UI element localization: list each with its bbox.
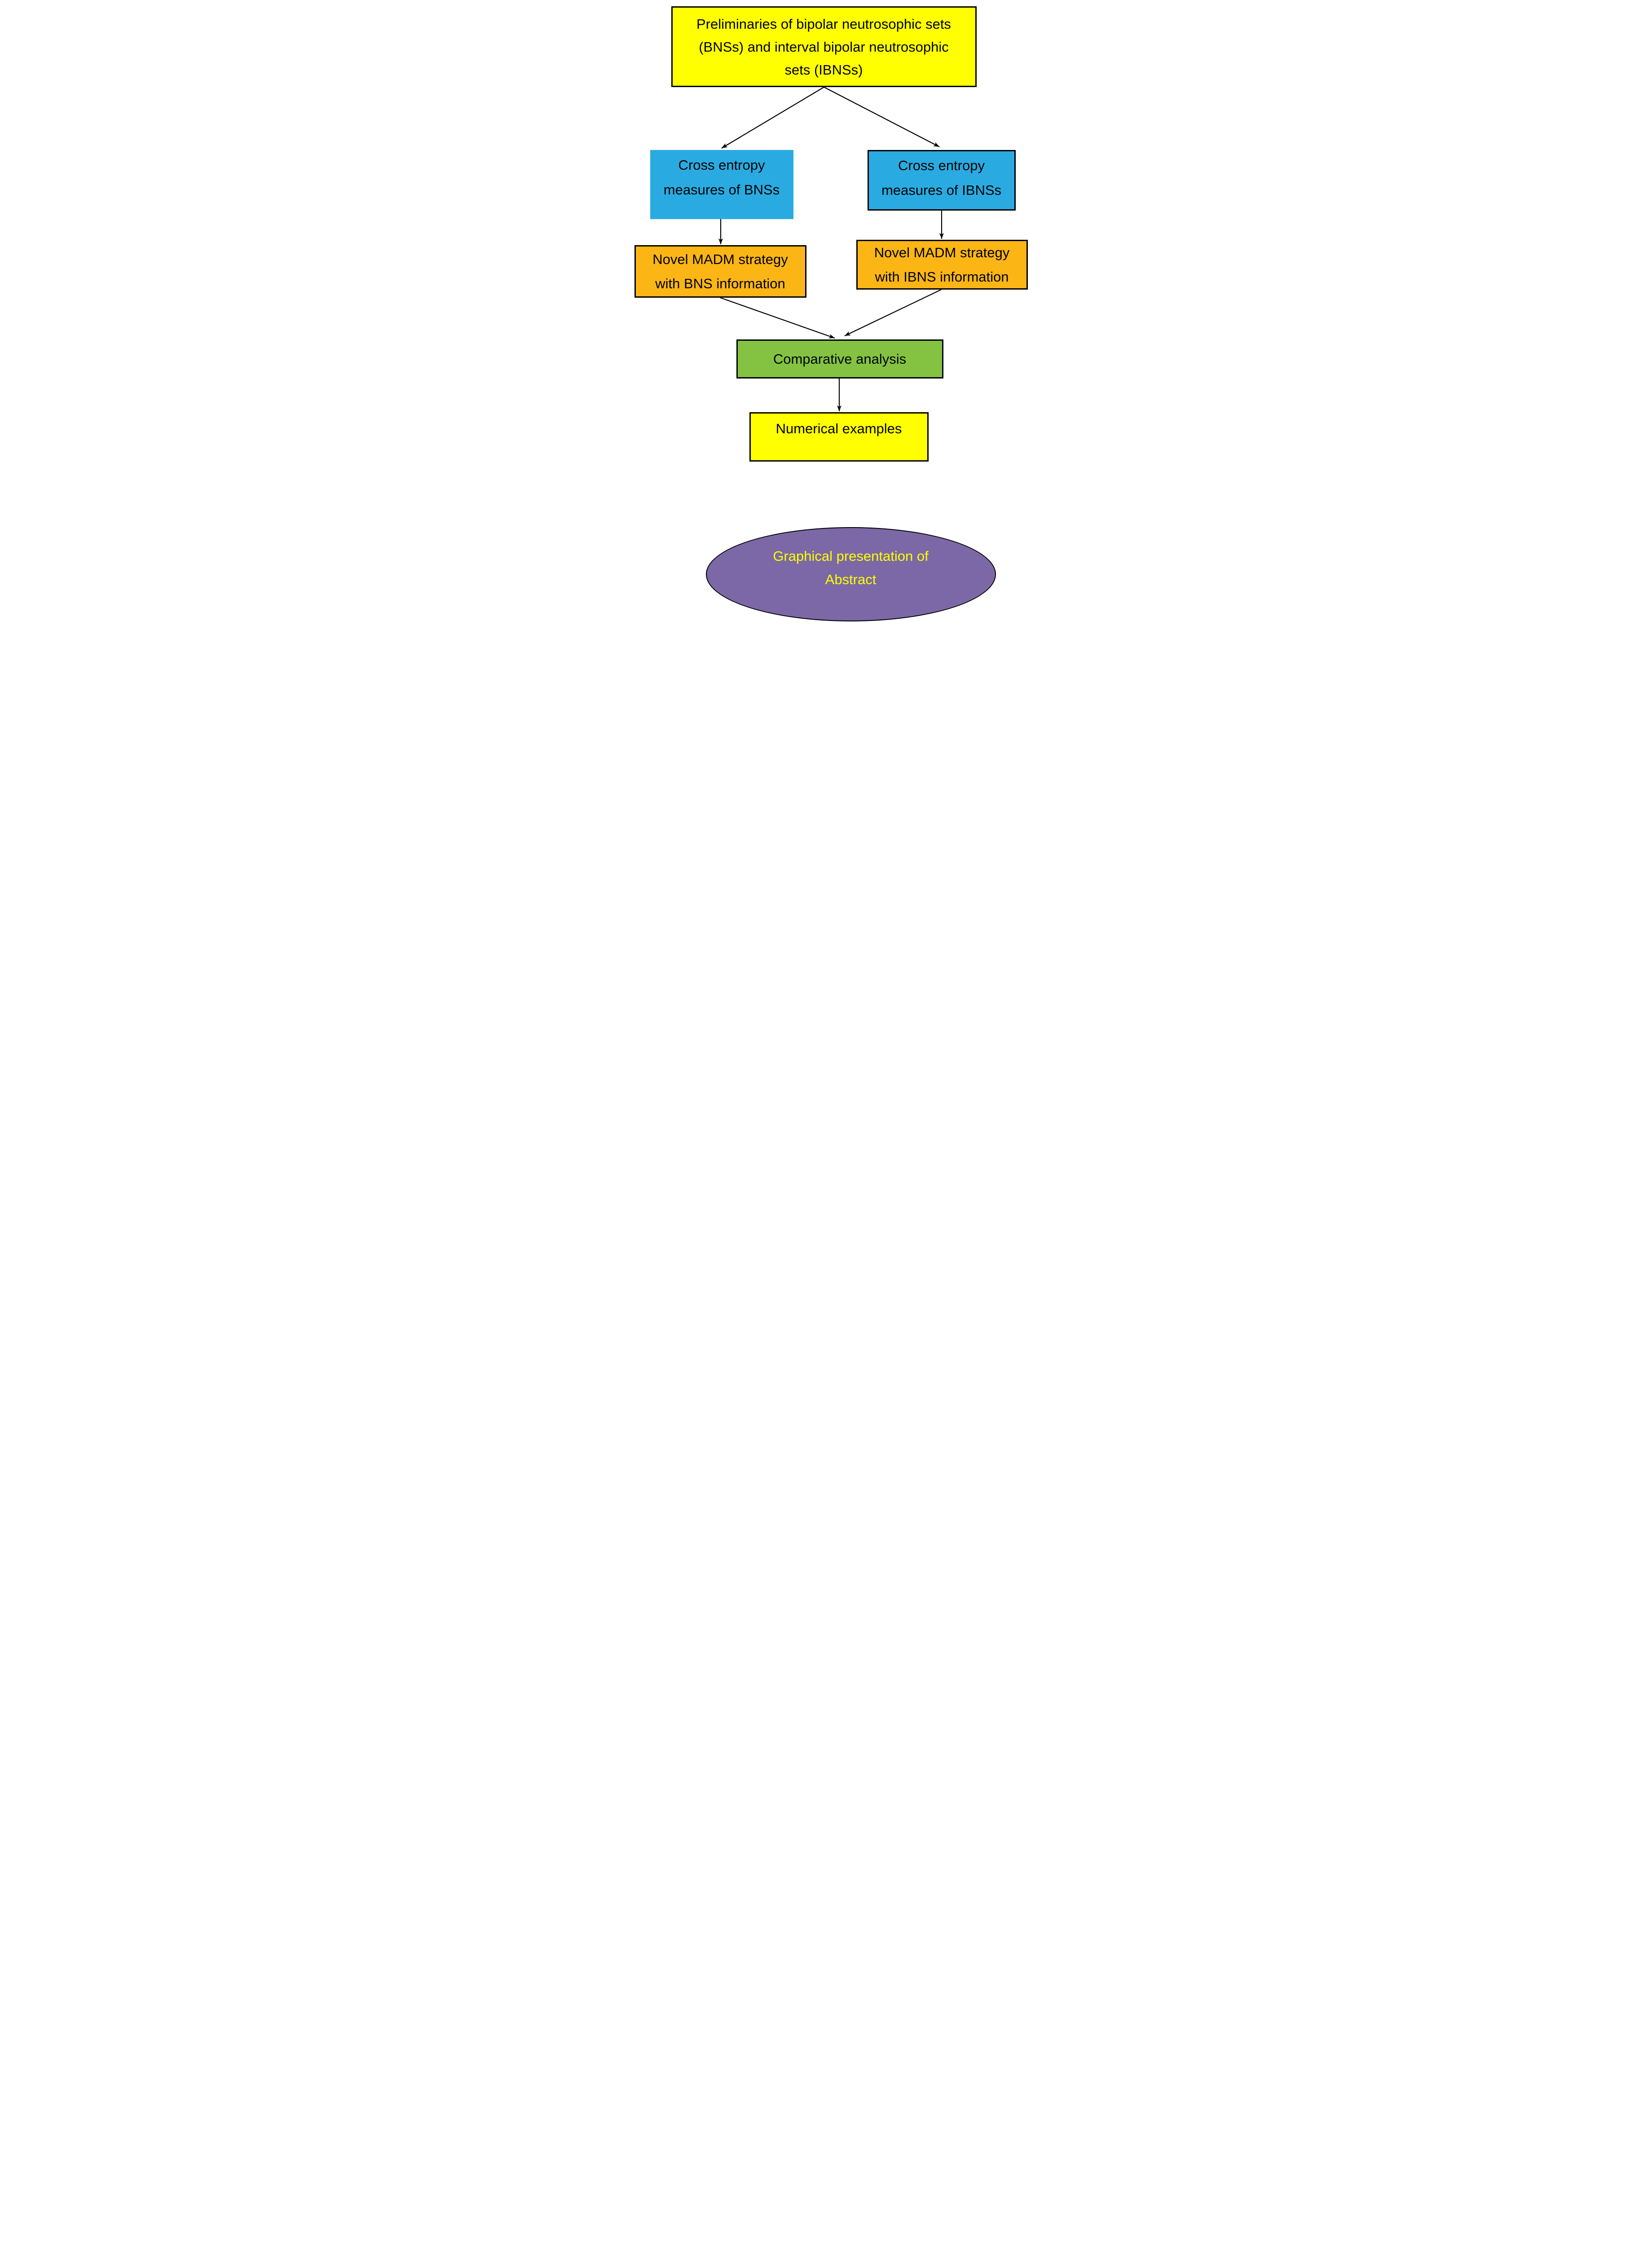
node-label-line: Novel MADM strategy — [874, 244, 1010, 260]
node-madm-bns: Novel MADM strategy with BNS information — [634, 245, 806, 298]
node-cross-entropy-bns: Cross entropy measures of BNSs — [650, 150, 793, 219]
arrow-preliminaries-to-bns — [721, 87, 824, 149]
node-label-line: Graphical presentation of — [773, 548, 929, 564]
node-label-line: Preliminaries of bipolar neutrosophic se… — [696, 16, 951, 32]
node-label-line: with IBNS information — [875, 269, 1009, 285]
node-madm-ibns: Novel MADM strategy with IBNS informatio… — [856, 240, 1028, 290]
arrow-madm-ibns-to-comparative — [844, 289, 941, 336]
node-label-line: measures of BNSs — [663, 182, 780, 198]
node-label-line: Cross entropy — [898, 158, 985, 173]
arrow-preliminaries-to-ibns — [823, 87, 940, 147]
node-label-line: Novel MADM strategy — [652, 251, 788, 267]
node-label-line: Numerical examples — [775, 421, 902, 436]
node-comparative-analysis: Comparative analysis — [736, 339, 943, 379]
node-label-line: sets (IBNSs) — [784, 62, 863, 78]
node-label-line: Abstract — [825, 572, 877, 587]
node-preliminaries: Preliminaries of bipolar neutrosophic se… — [671, 6, 977, 87]
node-label-line: measures of IBNSs — [881, 182, 1002, 198]
node-label-line: (BNSs) and interval bipolar neutrosophic — [699, 39, 949, 55]
node-label-line: Comparative analysis — [773, 351, 907, 367]
node-graphical-abstract-ellipse: Graphical presentation of Abstract — [705, 527, 996, 621]
node-cross-entropy-ibns: Cross entropy measures of IBNSs — [867, 150, 1016, 211]
arrow-madm-bns-to-comparative — [720, 297, 835, 339]
node-numerical-examples: Numerical examples — [749, 412, 929, 462]
node-label-line: with BNS information — [655, 275, 785, 291]
node-label-line: Cross entropy — [678, 157, 765, 173]
flowchart-canvas: Preliminaries of bipolar neutrosophic se… — [619, 0, 1033, 625]
